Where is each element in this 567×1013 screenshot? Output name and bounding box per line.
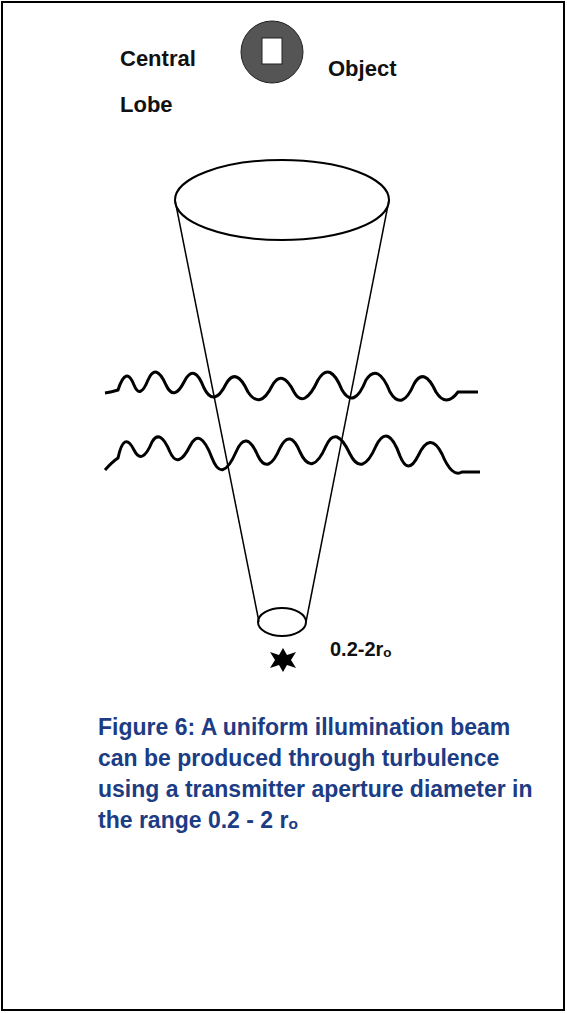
cone-edge [306,200,389,622]
figure-caption: Figure 6: A uniform illumination beam ca… [98,712,538,836]
turbulence-wave [105,372,478,400]
cone-edge [175,200,259,622]
transmitter-star [270,648,296,672]
central-lobe-ellipse [175,160,389,240]
lobe-label: Central Lobe [120,36,220,128]
object-disc [241,21,303,83]
aperture-ellipse [258,608,306,636]
object-window [262,38,282,64]
object-label: Object [328,56,448,82]
turbulence-wave [105,436,480,473]
aperture-label: 0.2-2rₒ [330,637,450,661]
